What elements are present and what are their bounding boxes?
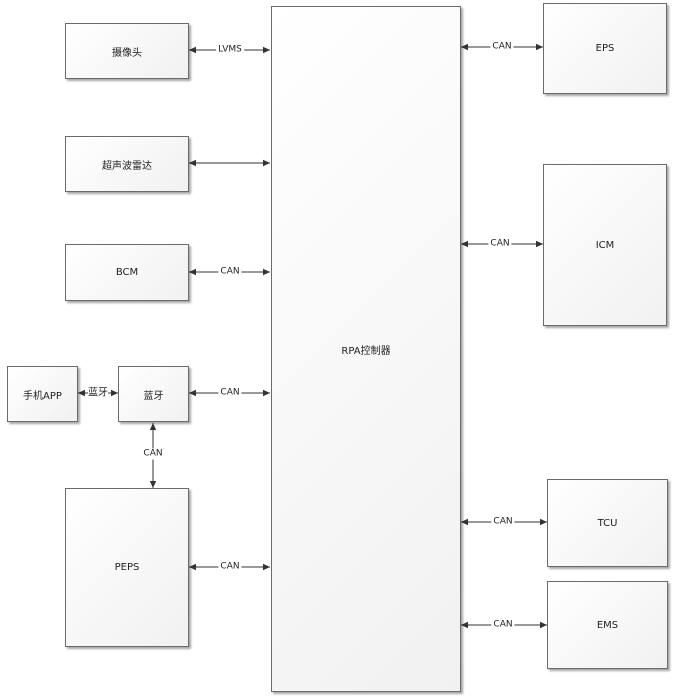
eps-block: EPS [543,3,667,94]
ultrasonic-radar-block: 超声波雷达 [65,136,189,192]
tcu-label: TCU [597,517,618,529]
tcu-block: TCU [547,479,668,567]
link-label-rpa-icm: CAN [488,238,512,250]
eps-label: EPS [595,43,615,54]
link-label-phone-bluetooth: 蓝牙 [88,387,108,399]
bcm-block: BCM [65,244,189,301]
rpa-controller-label: RPA控制器 [341,345,391,357]
peps-label: PEPS [114,562,140,573]
bluetooth-label: 蓝牙 [143,390,164,402]
link-label-bluetooth-rpa: CAN [218,387,242,399]
link-label-peps-rpa: CAN [218,561,242,573]
phone-app-block: 手机APP [7,366,78,422]
rpa-controller-block: RPA控制器 [271,6,461,692]
peps-block: PEPS [65,488,189,647]
link-label-bluetooth-peps: CAN [141,448,165,460]
icm-label: ICM [595,239,615,251]
bcm-label: BCM [115,267,139,278]
phone-app-label: 手机APP [23,390,62,402]
icm-block: ICM [543,164,667,326]
link-label-rpa-eps: CAN [490,41,514,53]
link-label-camera-rpa: LVMS [216,44,244,56]
ultrasonic-radar-label: 超声波雷达 [102,160,152,172]
camera-label: 摄像头 [112,47,142,59]
link-label-rpa-tcu: CAN [491,516,515,528]
bluetooth-block: 蓝牙 [118,366,189,422]
ems-block: EMS [547,581,668,669]
link-label-rpa-ems: CAN [491,619,515,631]
camera-block: 摄像头 [65,23,189,79]
link-label-bcm-rpa: CAN [218,266,242,278]
ems-label: EMS [596,619,619,631]
